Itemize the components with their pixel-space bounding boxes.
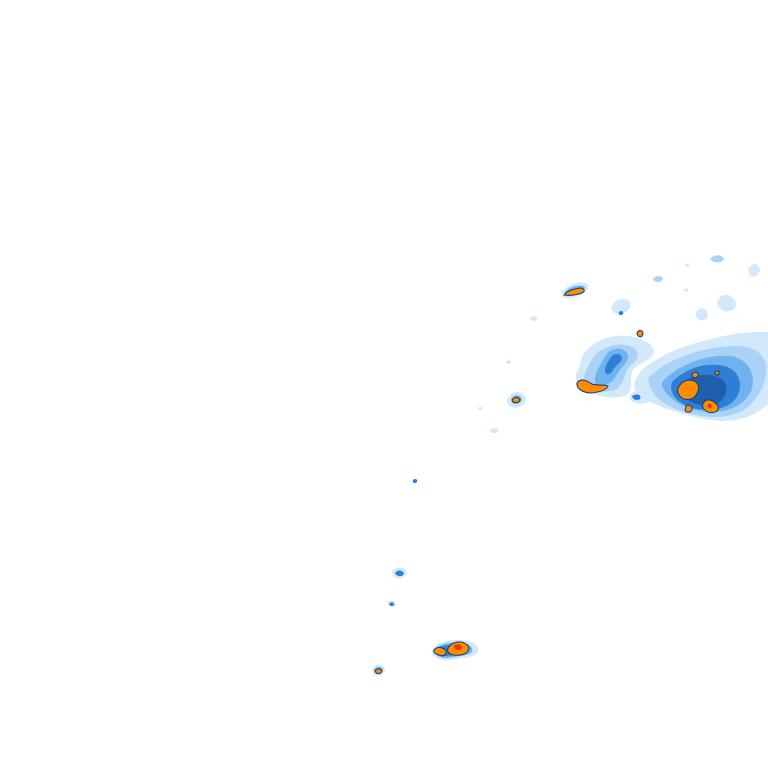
precip-light	[506, 360, 512, 365]
precip-light	[696, 308, 708, 321]
precip-light	[685, 263, 690, 268]
precip-light	[530, 316, 538, 322]
precip-light	[611, 298, 631, 314]
precip-cell-east-cluster	[634, 331, 768, 422]
precip-intense	[714, 370, 720, 376]
precip-cell-southwest-cell	[372, 664, 385, 676]
precip-light	[478, 406, 483, 411]
precip-cell-small-west-cell	[412, 392, 526, 484]
precip-intense	[374, 668, 383, 675]
precip-light-mid	[653, 276, 663, 282]
precip-light-mid	[710, 255, 724, 263]
precip-intense	[691, 371, 699, 379]
precip-cell-north-fragment	[478, 255, 760, 434]
precip-strong	[632, 394, 641, 400]
precip-light	[684, 288, 689, 293]
precip-intense	[677, 379, 699, 400]
precip-intense	[684, 404, 693, 413]
precip-light	[717, 294, 737, 312]
precip-strong	[412, 478, 418, 484]
precip-intense	[576, 379, 609, 394]
precip-cell-central-line	[575, 330, 654, 404]
precip-light	[748, 264, 760, 277]
precip-strong	[618, 310, 624, 316]
precip-intense	[636, 330, 644, 338]
precip-light	[490, 428, 499, 434]
precip-strong	[389, 602, 394, 607]
precip-cell-south-cell	[387, 567, 479, 661]
precip-intense	[433, 647, 447, 657]
precip-intense	[563, 287, 585, 296]
precip-extreme	[454, 644, 462, 651]
precip-extreme	[707, 403, 712, 409]
precip-strong	[395, 570, 404, 577]
precip-strong	[604, 353, 622, 375]
precip-intense	[511, 396, 521, 404]
